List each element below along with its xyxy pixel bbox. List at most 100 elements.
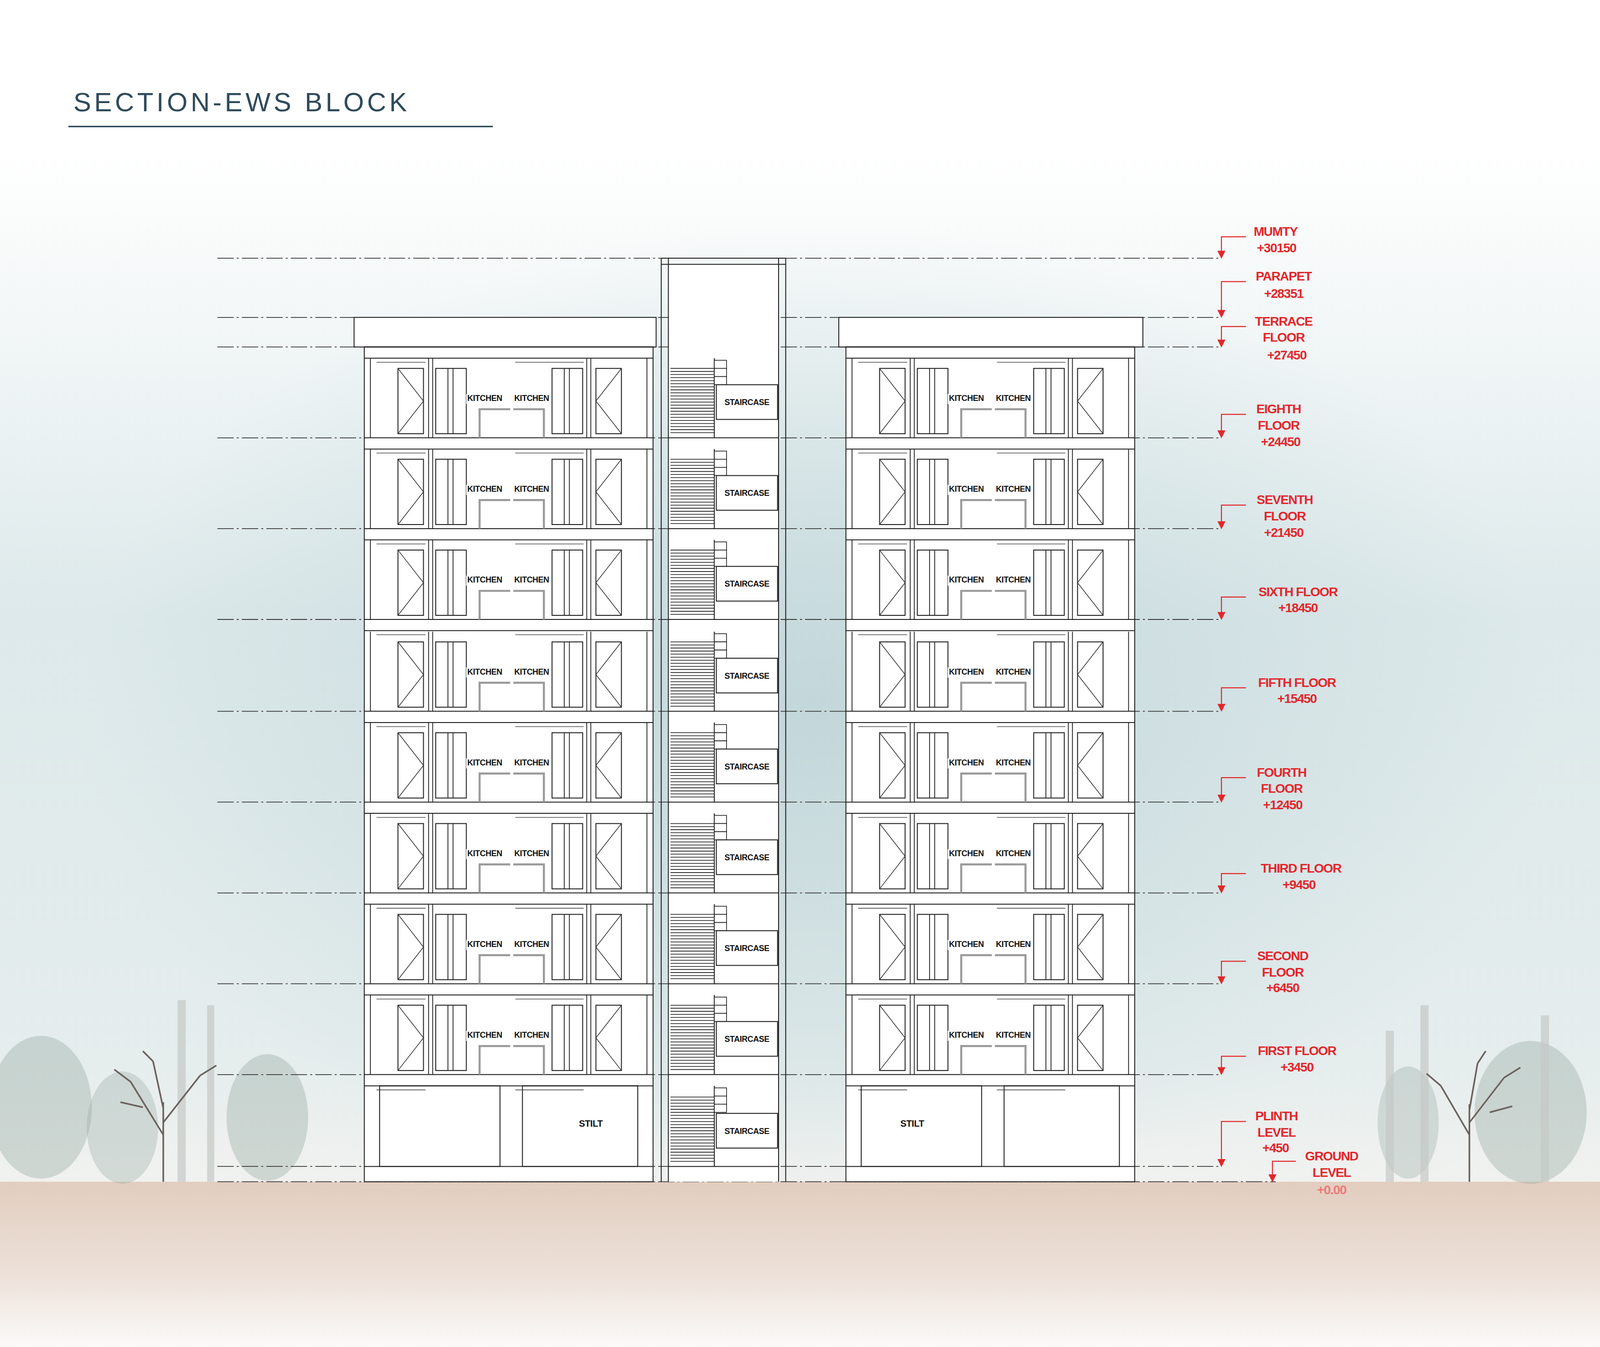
floor-slab (364, 710, 654, 712)
door-panel (1050, 641, 1052, 707)
stair-tread (670, 665, 715, 667)
partition-wall (590, 540, 592, 620)
stair-tread (670, 853, 715, 855)
room-label: KITCHEN (466, 394, 504, 405)
beam-line (376, 452, 426, 454)
stair-step (714, 633, 727, 642)
partition-wall (914, 903, 915, 984)
room-label: KITCHEN (513, 484, 551, 495)
stair-step (714, 815, 727, 824)
beam-line (997, 543, 1066, 545)
stair-tread (670, 601, 715, 603)
datum-line (217, 618, 1220, 620)
door-panel (1050, 368, 1052, 434)
stair-tread (670, 857, 715, 858)
stair-tread (670, 561, 715, 563)
partition-wall (851, 813, 853, 894)
stair-tread (670, 1017, 715, 1019)
stair-tread (670, 471, 715, 473)
stair-tread (670, 747, 715, 749)
partition-wall (586, 631, 588, 712)
partition-wall (851, 540, 853, 620)
stair-tread (670, 1035, 715, 1037)
stair-tread (670, 567, 715, 569)
door-swing (596, 914, 622, 980)
stair-tread (670, 953, 715, 955)
door-panel (1050, 823, 1052, 889)
stair-tread (670, 926, 715, 928)
door-leaf (551, 823, 583, 889)
door-leaf (435, 459, 467, 525)
door-leaf (398, 550, 424, 616)
stair-tread (670, 1013, 715, 1015)
partition-wall (914, 994, 915, 1075)
stair-tread (670, 884, 715, 886)
stair-tread (670, 772, 715, 774)
stair-tread (670, 1069, 715, 1071)
stair-tread (670, 389, 715, 391)
door-panel (1050, 732, 1052, 798)
room-label: KITCHEN (513, 940, 551, 951)
door-leaf (435, 823, 467, 889)
floor-slab (846, 448, 1135, 450)
level-arrowhead (1217, 794, 1226, 803)
door-panel (568, 914, 570, 980)
door-swing (596, 459, 622, 525)
stair-tread (670, 835, 715, 837)
stair-tread (670, 971, 715, 973)
beam-line (858, 998, 908, 1000)
partition-wall (909, 722, 911, 803)
kitchen-counter (479, 409, 511, 438)
beam-line (515, 998, 584, 1000)
level-leader (1221, 236, 1247, 253)
partition-wall (851, 722, 853, 803)
stair-tread (670, 368, 715, 369)
door-leaf (596, 914, 622, 980)
door-panel (1045, 823, 1047, 889)
stair-tread (670, 386, 715, 388)
stair-tread (670, 1038, 715, 1040)
stair-step (714, 360, 727, 369)
door-panel (452, 1005, 454, 1071)
stair-tread (670, 1059, 715, 1061)
partition-wall (646, 540, 648, 620)
stair-landing (716, 384, 778, 420)
stair-tread (670, 586, 715, 588)
bush (0, 1035, 92, 1179)
partition-wall (851, 448, 853, 529)
stair-tread (670, 1023, 715, 1024)
stair-tread (670, 1032, 715, 1034)
partition-wall (1068, 813, 1070, 894)
stair-tread (670, 775, 715, 777)
stair-tread (670, 495, 715, 497)
door-swing (1077, 641, 1104, 707)
floor-slab (846, 994, 1135, 996)
kitchen-counter (479, 590, 511, 620)
partition-wall (586, 722, 588, 803)
sheet-title: SECTION-EWS BLOCK (73, 85, 411, 119)
level-arrowhead (1217, 521, 1226, 529)
stair-tread (670, 763, 715, 764)
door-leaf (596, 550, 622, 616)
door-leaf (879, 914, 906, 980)
door-panel (447, 914, 449, 980)
kitchen-counter (479, 773, 511, 803)
door-leaf (435, 368, 467, 434)
partition-wall (428, 722, 430, 803)
door-panel (563, 550, 565, 616)
partition-wall (369, 631, 371, 712)
stair-step (714, 467, 727, 476)
door-leaf (1077, 641, 1104, 707)
level-elevation: +24450 (1261, 433, 1301, 451)
kitchen-counter (961, 1045, 992, 1075)
beam-line (515, 907, 584, 909)
level-arrowhead (1217, 250, 1226, 259)
beam-line (858, 726, 908, 728)
door-leaf (398, 459, 424, 525)
stair-core (668, 264, 779, 1182)
door-leaf (435, 550, 467, 616)
stair-tread (670, 1050, 715, 1052)
door-panel (452, 550, 454, 616)
beam-line (997, 907, 1066, 909)
partition-wall (1068, 631, 1070, 712)
